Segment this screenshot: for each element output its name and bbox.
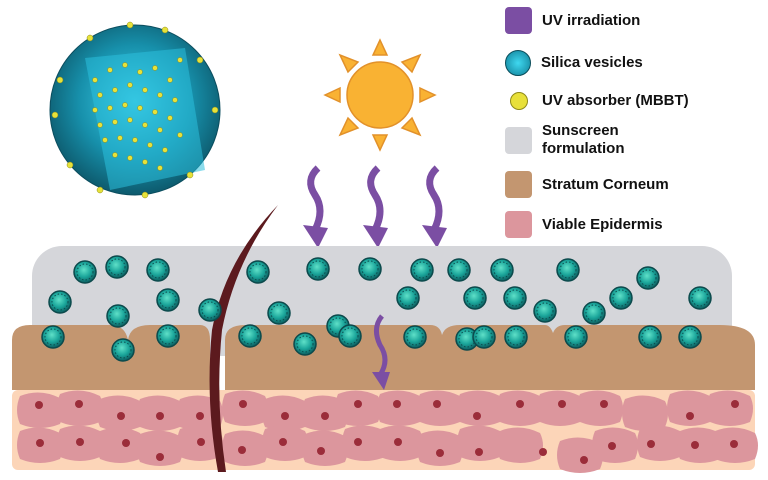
uv-absorber-icon xyxy=(510,92,528,110)
legend-label: Silica vesicles xyxy=(541,54,643,71)
legend-label: UV irradiation xyxy=(542,11,641,29)
legend-label: Viable Epidermis xyxy=(542,215,663,233)
sun-icon xyxy=(323,38,437,152)
legend-item-epidermis: Viable Epidermis xyxy=(505,211,663,238)
uv-irradiation-arrows xyxy=(303,165,447,248)
epidermis-swatch-icon xyxy=(505,211,532,238)
sunscreen-swatch-icon xyxy=(505,126,532,154)
legend-item-stratum: Stratum Corneum xyxy=(505,171,669,198)
uv-penetration-arrow xyxy=(372,314,390,390)
legend-item-absorber: UV absorber (MBBT) xyxy=(505,92,689,110)
uv-swatch-icon xyxy=(505,7,532,34)
legend-item-uv: UV irradiation xyxy=(505,7,640,34)
silica-vesicle-icon xyxy=(505,50,531,76)
legend-label: Stratum Corneum xyxy=(542,175,669,193)
legend-label: Sunscreen formulation xyxy=(542,122,625,157)
silica-vesicle-sphere-icon xyxy=(49,21,221,199)
legend-item-vesicle: Silica vesicles xyxy=(505,50,643,76)
legend-item-sunscreen: Sunscreen formulation xyxy=(505,122,652,158)
cell-nuclei xyxy=(35,400,739,464)
legend-label: UV absorber (MBBT) xyxy=(542,92,689,109)
stratum-swatch-icon xyxy=(505,171,532,198)
hair-strand xyxy=(209,205,278,472)
